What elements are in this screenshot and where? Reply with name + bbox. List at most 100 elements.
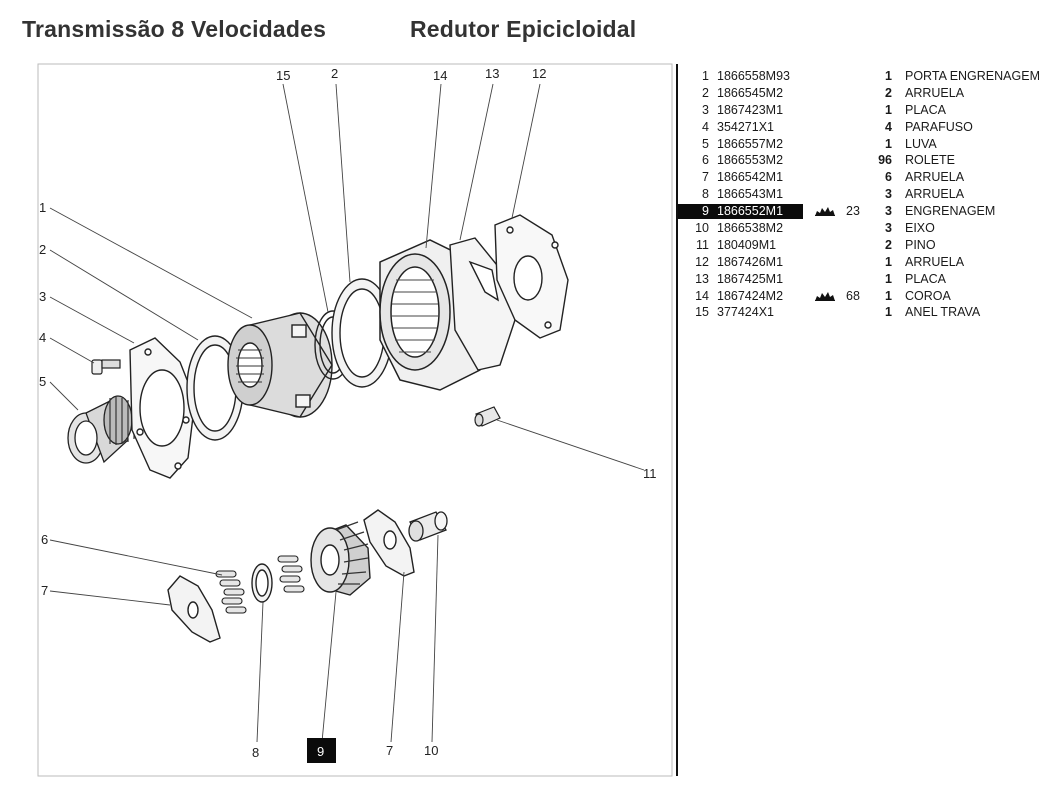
part-pin-11 bbox=[474, 406, 501, 427]
part-code: 1866553M2 bbox=[717, 153, 784, 168]
item-number: 4 bbox=[702, 119, 709, 134]
description: LUVA bbox=[905, 136, 937, 151]
callout-2: 2 bbox=[39, 242, 46, 257]
part-code: 377424X1 bbox=[717, 305, 775, 320]
description: ANEL TRAVA bbox=[905, 305, 981, 320]
callout-9: 9 bbox=[317, 744, 324, 759]
part-code: 1866543M1 bbox=[717, 187, 784, 202]
part-code: 1866552M1 bbox=[717, 204, 784, 219]
item-number: 5 bbox=[702, 136, 709, 151]
item-number: 6 bbox=[702, 153, 709, 168]
quantity: 3 bbox=[885, 221, 892, 236]
callout-5: 5 bbox=[39, 374, 46, 389]
quantity: 1 bbox=[885, 136, 892, 151]
callout-highlight-box bbox=[307, 738, 336, 763]
column-divider bbox=[676, 64, 678, 776]
quantity: 1 bbox=[885, 271, 892, 286]
callout-12: 12 bbox=[532, 66, 546, 81]
description: PLACA bbox=[905, 271, 946, 286]
quantity: 2 bbox=[885, 237, 892, 252]
description: ARRUELA bbox=[905, 254, 965, 269]
description: PLACA bbox=[905, 102, 946, 117]
quantity: 2 bbox=[885, 85, 892, 100]
description: PARAFUSO bbox=[905, 119, 973, 134]
item-number: 12 bbox=[695, 254, 709, 269]
item-number: 15 bbox=[695, 305, 709, 320]
callout-14: 14 bbox=[433, 68, 447, 83]
quantity: 3 bbox=[885, 204, 892, 219]
part-code: 354271X1 bbox=[717, 119, 775, 134]
part-code: 1866542M1 bbox=[717, 170, 784, 185]
part-washer-12 bbox=[494, 214, 569, 339]
part-washer-7-left bbox=[167, 575, 221, 643]
callout-1: 1 bbox=[39, 200, 46, 215]
part-code: 1867426M1 bbox=[717, 254, 784, 269]
part-washer-8 bbox=[251, 563, 273, 603]
part-plate-3 bbox=[129, 337, 196, 479]
quantity: 96 bbox=[878, 153, 892, 168]
description: COROA bbox=[905, 288, 951, 303]
part-bolt-4 bbox=[91, 359, 121, 375]
item-number: 11 bbox=[696, 237, 709, 252]
item-number: 1 bbox=[702, 69, 709, 83]
callout-7-left: 7 bbox=[41, 583, 48, 598]
callout-15: 15 bbox=[276, 68, 290, 83]
part-rollers-6 bbox=[215, 555, 305, 614]
part-code: 1867425M1 bbox=[717, 271, 784, 286]
quantity: 1 bbox=[885, 102, 892, 117]
callout-11: 11 bbox=[643, 466, 657, 481]
item-number: 8 bbox=[702, 187, 709, 202]
quantity: 1 bbox=[885, 254, 892, 269]
callout-2-top: 2 bbox=[331, 66, 338, 81]
exploded-view-diagram: 1 2 3 4 5 15 2 14 13 12 11 6 7 8 9 7 10 bbox=[37, 63, 673, 777]
leader-lines bbox=[49, 83, 645, 743]
part-carrier-1 bbox=[227, 312, 333, 418]
part-washer-7-right bbox=[363, 509, 415, 577]
quantity: 3 bbox=[885, 187, 892, 202]
part-sleeve-5 bbox=[67, 395, 135, 464]
row-highlight bbox=[678, 204, 803, 220]
item-number: 2 bbox=[702, 85, 709, 100]
part-code: 1866557M2 bbox=[717, 136, 784, 151]
item-number: 14 bbox=[695, 288, 709, 303]
quantity: 1 bbox=[885, 288, 892, 303]
callout-8: 8 bbox=[252, 745, 259, 760]
reference-count: 68 bbox=[846, 288, 860, 303]
description: ARRUELA bbox=[905, 187, 965, 202]
reference-count: 23 bbox=[846, 204, 860, 219]
callout-3: 3 bbox=[39, 289, 46, 304]
page-title: Transmissão 8 Velocidades bbox=[22, 16, 327, 42]
quantity: 4 bbox=[885, 119, 892, 134]
quantity: 1 bbox=[885, 69, 892, 83]
callout-7-right: 7 bbox=[386, 743, 393, 758]
item-number: 9 bbox=[702, 204, 709, 219]
callout-10: 10 bbox=[424, 743, 438, 758]
quantity: 6 bbox=[885, 170, 892, 185]
item-number: 7 bbox=[702, 170, 709, 185]
description: PINO bbox=[905, 237, 936, 252]
item-number: 3 bbox=[702, 102, 709, 117]
callout-4: 4 bbox=[39, 330, 46, 345]
description: EIXO bbox=[905, 221, 935, 236]
part-code: 1866545M2 bbox=[717, 85, 784, 100]
description: ARRUELA bbox=[905, 85, 965, 100]
description: ENGRENAGEM bbox=[905, 204, 996, 219]
part-code: 1867423M1 bbox=[717, 102, 784, 117]
description: PORTA ENGRENAGEM bbox=[905, 69, 1040, 83]
quantity: 1 bbox=[885, 305, 892, 320]
assembly-icon bbox=[815, 207, 835, 217]
part-code: 1866558M93 bbox=[717, 69, 790, 83]
part-shaft-10 bbox=[408, 511, 448, 542]
description: ROLETE bbox=[905, 153, 956, 168]
part-code: 1867424M2 bbox=[717, 288, 784, 303]
page-subtitle: Redutor Epicicloidal bbox=[410, 16, 637, 42]
item-number: 10 bbox=[695, 221, 709, 236]
description: ARRUELA bbox=[905, 170, 965, 185]
part-code: 180409M1 bbox=[717, 237, 777, 252]
callout-labels: 1 2 3 4 5 15 2 14 13 12 11 6 7 8 9 7 10 bbox=[39, 66, 657, 760]
part-gear-9 bbox=[310, 521, 371, 596]
part-code: 1866538M2 bbox=[717, 221, 784, 236]
callout-6: 6 bbox=[41, 532, 48, 547]
callout-13: 13 bbox=[485, 66, 499, 81]
item-number: 13 bbox=[695, 271, 709, 286]
